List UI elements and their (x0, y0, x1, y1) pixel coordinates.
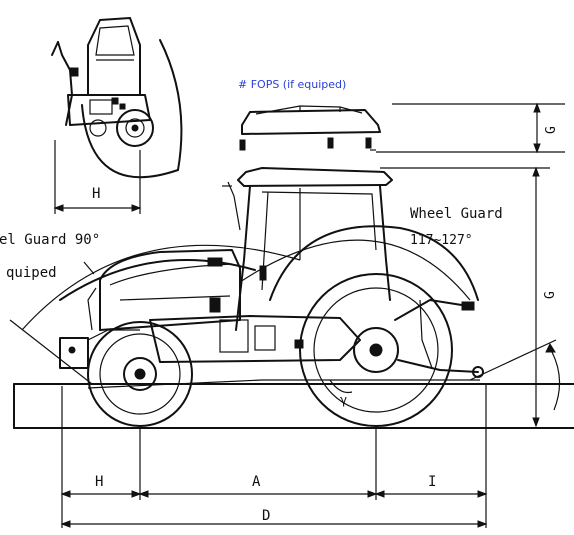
bottom-dimensions: H A I D (60, 384, 488, 528)
wheel-guard-left-equipped: quiped (6, 265, 57, 281)
dim-h-bottom-label: H (95, 474, 103, 490)
angle-gamma-label: γ (340, 393, 347, 407)
dim-g-top-label: G (544, 126, 559, 134)
dim-g-main-label: G (543, 291, 558, 299)
dim-d-label: D (262, 508, 270, 524)
wheel-guard-left-label: el Guard 90° (0, 232, 100, 248)
main-tractor-drawing: γ (9, 167, 574, 429)
wheel-guard-right-label: Wheel Guard (410, 206, 503, 222)
small-tractor-drawing: H (51, 17, 183, 214)
dim-h-top-label: H (92, 186, 100, 202)
dim-a-label: A (252, 474, 261, 490)
fops-label: # FOPS (if equiped) (238, 78, 346, 91)
dim-i-label: I (428, 474, 436, 490)
fops-roof-drawing: # FOPS (if equiped) G (238, 78, 565, 154)
wheel-guard-right-angle: 117~127° (410, 233, 473, 248)
dim-g-main: G (380, 166, 558, 428)
